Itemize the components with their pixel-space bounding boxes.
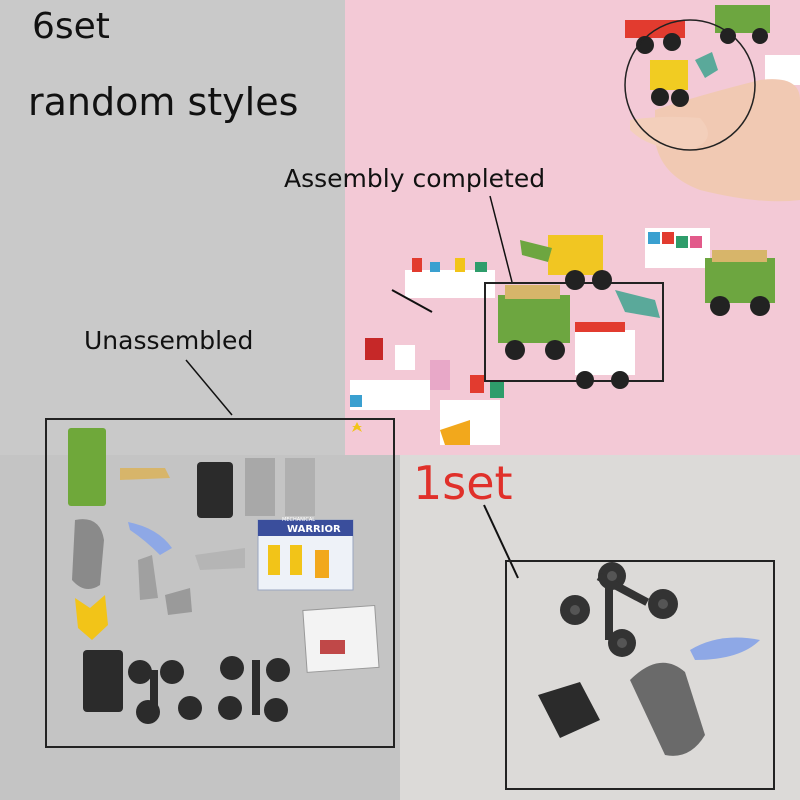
set-count-label: 6set — [32, 6, 110, 47]
grey-arm-part — [138, 555, 158, 600]
black-chassis-part-2 — [83, 650, 123, 712]
blue-wing-piece — [690, 637, 760, 660]
assembled-photo-background — [345, 0, 800, 455]
green-truck-body-part — [68, 428, 106, 506]
one-set-pointer-line — [483, 504, 519, 579]
one-set-frame — [505, 560, 775, 790]
yellow-car-in-hand — [650, 60, 688, 90]
warrior-card-title: WARRIOR — [287, 524, 341, 535]
hand — [655, 79, 800, 202]
black-wheel-set-2 — [218, 656, 290, 722]
warrior-card-subtitle: MECHANICAL — [282, 517, 316, 523]
assembled-toys — [350, 5, 800, 445]
wheel-axle-assembly — [560, 562, 678, 657]
grey-seat-part — [245, 458, 275, 516]
white-jet-toy — [350, 380, 430, 410]
one-set-label: 1set — [413, 456, 513, 510]
unassembled-pointer-line — [185, 359, 233, 416]
black-wheel-set-1 — [128, 660, 202, 724]
grey-car-body-piece — [630, 662, 705, 756]
black-chassis-piece — [538, 682, 600, 738]
grey-gun-part — [195, 548, 245, 570]
zoom-circle — [624, 19, 756, 151]
white-fire-truck — [575, 330, 635, 375]
unassembled-frame — [45, 418, 395, 748]
one-set-parts — [483, 504, 760, 756]
grey-car-body-part — [72, 519, 104, 589]
black-chassis-part — [197, 462, 233, 518]
grey-robot-part — [285, 458, 315, 516]
yellow-head-part — [75, 595, 108, 640]
tan-cannon-part — [120, 468, 170, 480]
assembly-pointer-line — [489, 195, 513, 283]
random-styles-label: random styles — [28, 80, 299, 124]
unassembled-label: Unassembled — [84, 326, 254, 355]
white-plane-toy — [405, 270, 495, 298]
grey-joint-part — [165, 588, 192, 615]
yellow-bulldozer-toy — [548, 235, 603, 275]
assembly-completed-label: Assembly completed — [284, 164, 546, 193]
assembly-instruction-card — [302, 604, 380, 673]
star-sticker-icon — [352, 422, 362, 432]
blue-wing-part — [128, 522, 172, 555]
assembled-highlight-frame — [484, 282, 664, 382]
green-lumber-truck — [498, 295, 570, 343]
one-set-photo-background — [400, 455, 800, 800]
unassembled-parts — [68, 428, 380, 724]
green-truck-right — [705, 258, 775, 303]
